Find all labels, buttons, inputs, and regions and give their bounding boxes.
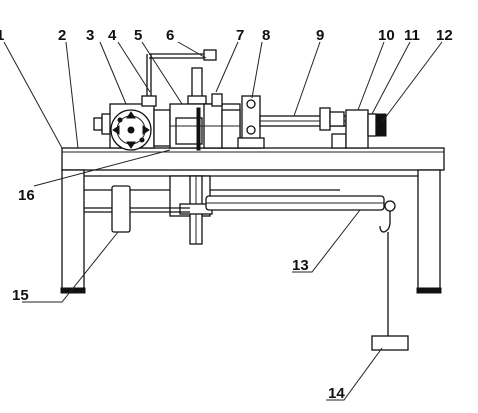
headstock: [93, 95, 171, 151]
lever-assembly: [146, 49, 217, 105]
hook: [379, 211, 391, 233]
gear-box: [153, 109, 171, 147]
table-frame: [60, 147, 445, 294]
right-leg: [417, 169, 441, 291]
left-leg: [61, 169, 85, 291]
lever-end: [203, 49, 217, 61]
right-head: [345, 109, 387, 149]
callout-2: 2: [58, 27, 66, 44]
carriage: [169, 93, 241, 151]
carriage-cap: [211, 93, 223, 107]
spindle-hanger: [169, 175, 213, 245]
callout-labels: 1 2 3 4 5 6 7 8 9 10 11 12 13 14 15 16: [0, 27, 453, 402]
callout-10: 10: [378, 27, 395, 44]
callout-15: 15: [12, 287, 29, 304]
load-arm: [205, 195, 396, 233]
callout-11: 11: [404, 27, 420, 44]
callout-9: 9: [316, 27, 324, 44]
top-cap: [141, 95, 157, 107]
weight-assembly: [371, 232, 409, 351]
shaft-support: [331, 133, 347, 149]
right-foot: [416, 287, 442, 294]
shaft: [259, 107, 347, 149]
callout-6: 6: [166, 27, 174, 44]
leader-lines: [3, 41, 443, 401]
callout-4: 4: [108, 27, 117, 44]
right-block: [345, 109, 369, 149]
bracket: [237, 95, 265, 149]
callout-1: 1: [0, 27, 4, 44]
knob-left: [93, 117, 103, 131]
callout-5: 5: [134, 27, 142, 44]
table-top: [61, 147, 445, 171]
weight: [371, 335, 409, 351]
callout-8: 8: [262, 27, 270, 44]
flywheel: [84, 185, 190, 233]
flywheel-disc: [111, 185, 131, 233]
callout-16: 16: [18, 187, 35, 204]
callout-13: 13: [292, 257, 309, 274]
collar: [367, 113, 377, 137]
hand-wheel: [375, 113, 387, 137]
callout-12: 12: [436, 27, 453, 44]
callout-14: 14: [328, 385, 345, 402]
callout-7: 7: [236, 27, 244, 44]
callout-3: 3: [86, 27, 94, 44]
arm-pivot: [384, 200, 396, 212]
